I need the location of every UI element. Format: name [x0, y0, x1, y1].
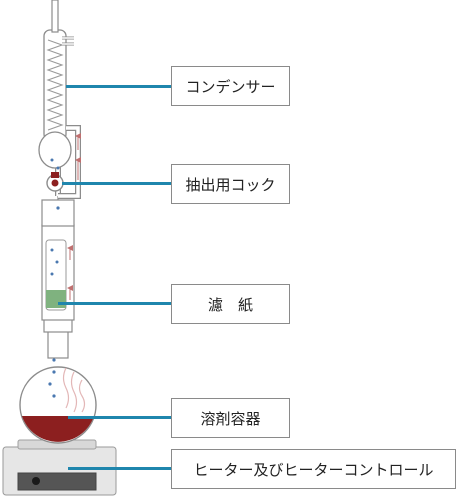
- extraction-stopcock: [46, 172, 64, 192]
- stopcock-leader-line: [62, 182, 172, 185]
- heater-leader-line: [68, 467, 172, 470]
- label-solvent-vessel: 溶剤容器: [171, 398, 290, 438]
- condenser: [38, 0, 81, 199]
- solvent-vessel-leader-line: [68, 416, 172, 419]
- label-condenser: コンデンサー: [171, 66, 290, 106]
- heater-unit: [2, 439, 117, 496]
- solvent-flask: [19, 329, 97, 444]
- filter-paper-leader-line: [58, 302, 172, 305]
- label-filter-paper: 濾 紙: [171, 284, 290, 324]
- label-heater: ヒーター及びヒーターコントロール: [171, 449, 456, 489]
- label-stopcock: 抽出用コック: [171, 164, 290, 204]
- heater-knob-icon: [32, 477, 40, 485]
- extraction-chamber: [41, 224, 75, 333]
- condenser-leader-line: [66, 85, 172, 88]
